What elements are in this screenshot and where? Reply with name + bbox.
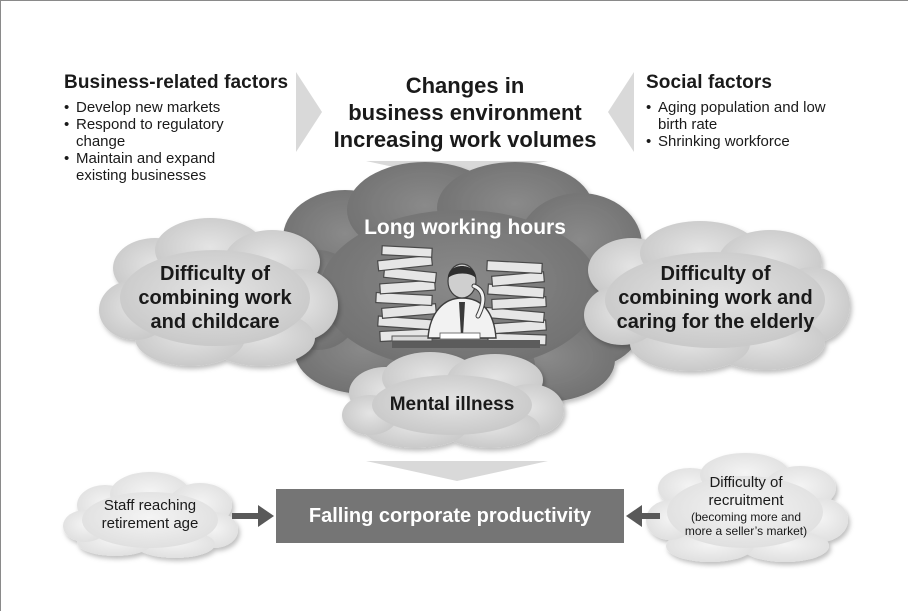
social-factors-list: Aging population and low birth rate Shri… [646,99,826,150]
list-item: Aging population and low birth rate [646,99,826,133]
mental-illness-cloud [342,352,564,448]
business-factors-list: Develop new markets Respond to regulator… [64,99,264,184]
recruitment-label: Difficulty of recruitment (becoming more… [670,474,822,538]
center-line-3: Increasing work volumes [333,127,597,152]
retirement-line-1: Staff reaching [103,497,197,514]
mental-illness-label: Mental illness [389,394,515,415]
elderly-line-3: caring for the elderly [616,311,815,333]
business-environment-title: Changes in business environment Increasi… [310,72,620,153]
elderly-label: Difficulty of combining work and caring … [598,262,833,334]
childcare-line-3: and childcare [150,311,280,333]
long-hours-label: Long working hours [364,216,566,239]
retirement-cloud [63,472,238,558]
center-line-2: business environment [348,100,582,125]
list-item: Maintain and expand existing businesses [64,150,264,184]
retirement-label: Staff reaching retirement age [84,497,216,533]
business-factors-heading: Business-related factors [64,72,289,93]
recruitment-line-3: (becoming more and [690,510,802,524]
center-line-1: Changes in [405,73,525,98]
right-chevron-shape [608,72,634,152]
list-item: Develop new markets [64,99,264,116]
social-factors-heading: Social factors [646,72,773,93]
childcare-label: Difficulty of combining work and childca… [120,262,310,334]
recruitment-line-2: recruitment [708,492,784,509]
left-chevron-shape [296,72,322,152]
childcare-line-1: Difficulty of [160,263,270,285]
list-item: Respond to regulatory change [64,116,264,150]
overworked-person-illustration [375,245,547,348]
recruitment-arrow [626,505,660,527]
recruitment-line-1: Difficulty of [709,474,783,491]
productivity-box [276,489,624,543]
elderly-line-2: combining work and [618,287,813,309]
productivity-label: Falling corporate productivity [308,505,592,527]
retirement-line-2: retirement age [101,515,199,532]
elderly-line-1: Difficulty of [660,263,771,285]
childcare-cloud [99,218,338,366]
childcare-line-2: combining work [138,287,292,309]
list-item: Shrinking workforce [646,133,826,150]
retirement-arrow [232,505,274,527]
down-arrow-bottom [366,461,548,481]
recruitment-line-4: more a seller’s market) [684,524,808,538]
elderly-cloud [584,221,850,371]
recruitment-cloud [646,453,848,562]
